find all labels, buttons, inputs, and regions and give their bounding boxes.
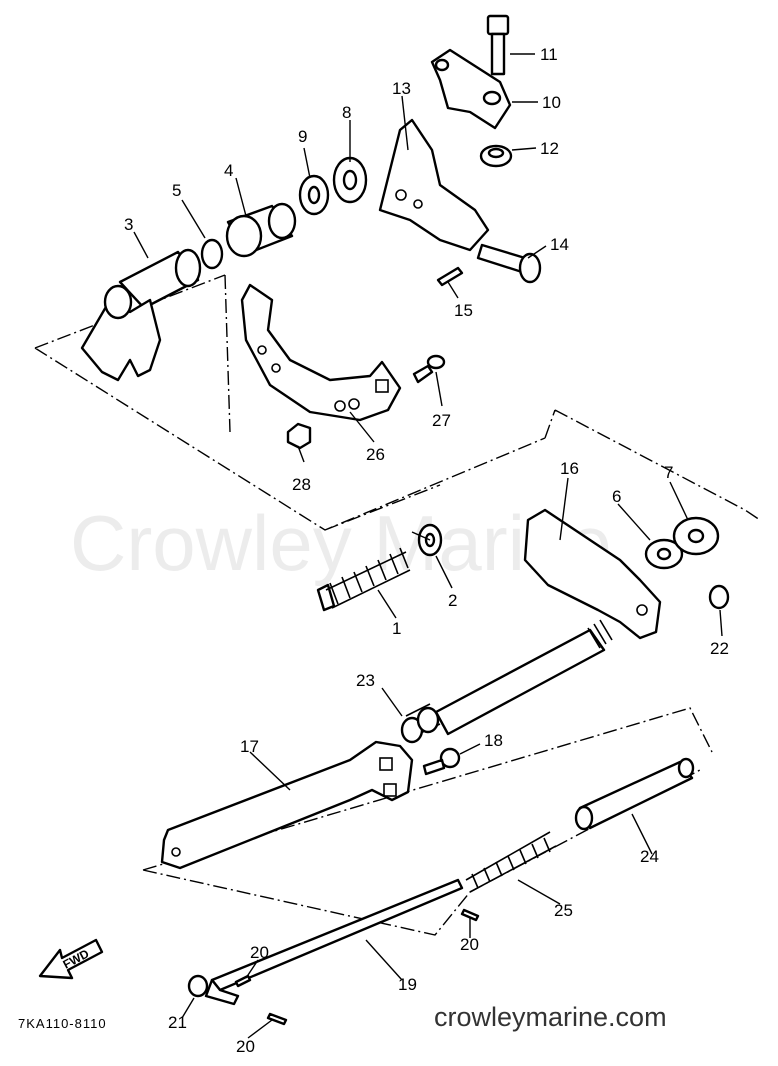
cotter-pin-part-15[interactable] — [436, 266, 464, 287]
callout-5: 5 — [172, 181, 181, 200]
washer-part-21[interactable] — [187, 974, 209, 998]
rod-with-spring[interactable] — [434, 619, 613, 736]
callout-19: 19 — [398, 975, 417, 994]
mount-bracket-part-13[interactable] — [378, 118, 490, 252]
tilt-lever-part-17[interactable] — [160, 740, 414, 870]
callout-4: 4 — [224, 161, 233, 180]
callout-26: 26 — [366, 445, 385, 464]
callout-9: 9 — [298, 127, 307, 146]
callout-11: 11 — [540, 45, 558, 64]
callout-25: 25 — [554, 901, 573, 920]
callout-3: 3 — [124, 215, 133, 234]
bolt-part-18[interactable] — [422, 747, 461, 776]
callout-numbers: 11 10 12 13 8 9 4 5 3 14 15 27 26 28 16 … — [124, 45, 729, 1056]
callout-6: 6 — [612, 487, 621, 506]
callout-16: 16 — [560, 459, 579, 478]
cotter-pin-part-20-b[interactable] — [460, 908, 480, 922]
callout-2: 2 — [448, 591, 457, 610]
screw-part-27[interactable] — [412, 354, 446, 384]
cotter-pin-part-20-a[interactable] — [234, 974, 252, 988]
fwd-arrow-icon: FWD — [38, 938, 104, 980]
callout-13: 13 — [392, 79, 411, 98]
callout-20-c: 20 — [236, 1037, 255, 1056]
callout-20-a: 20 — [250, 943, 269, 962]
watermark: Crowley Marine — [70, 499, 612, 587]
pin-part-14[interactable] — [476, 243, 542, 284]
curved-plate-part-26[interactable] — [240, 283, 402, 422]
spring-part-23[interactable] — [400, 703, 441, 744]
bracket-part-10[interactable] — [430, 48, 512, 130]
callout-1: 1 — [392, 619, 401, 638]
bolt-part-11[interactable] — [486, 14, 510, 76]
callout-27: 27 — [432, 411, 451, 430]
washer-part-22[interactable] — [708, 584, 730, 610]
callout-20-b: 20 — [460, 935, 479, 954]
grommet-part-12[interactable] — [479, 144, 513, 168]
spring-part-25[interactable] — [465, 831, 557, 893]
swivel-bracket-part-3[interactable] — [80, 248, 202, 382]
callout-18: 18 — [484, 731, 503, 750]
rod-part-19[interactable] — [204, 878, 464, 1006]
callout-15: 15 — [454, 301, 473, 320]
spring-part-1[interactable] — [316, 547, 411, 612]
washer-part-7[interactable] — [672, 516, 720, 556]
callout-12: 12 — [540, 139, 559, 158]
cotter-pin-part-20-c[interactable] — [266, 1012, 288, 1026]
washer-part-9[interactable] — [298, 174, 330, 216]
callout-22: 22 — [710, 639, 729, 658]
site-url[interactable]: crowleymarine.com — [434, 1002, 667, 1032]
callout-8: 8 — [342, 103, 351, 122]
callout-14: 14 — [550, 235, 569, 254]
callout-17: 17 — [240, 737, 259, 756]
ring-part-5[interactable] — [200, 238, 224, 270]
nut-part-28[interactable] — [286, 422, 312, 450]
callout-10: 10 — [542, 93, 561, 112]
callout-21: 21 — [168, 1013, 187, 1032]
callout-24: 24 — [640, 847, 659, 866]
callout-7: 7 — [664, 463, 673, 482]
bushing-part-4[interactable] — [225, 202, 297, 258]
washer-part-6[interactable] — [644, 538, 684, 570]
callout-28: 28 — [292, 475, 311, 494]
leader-lines — [133, 53, 723, 1039]
lever-bracket-part-16[interactable] — [523, 508, 662, 640]
diagram-code: 7KA110-8110 — [18, 1016, 107, 1031]
callout-23: 23 — [356, 671, 375, 690]
washer-part-8[interactable] — [332, 156, 368, 204]
sleeve-part-24[interactable] — [574, 757, 695, 831]
